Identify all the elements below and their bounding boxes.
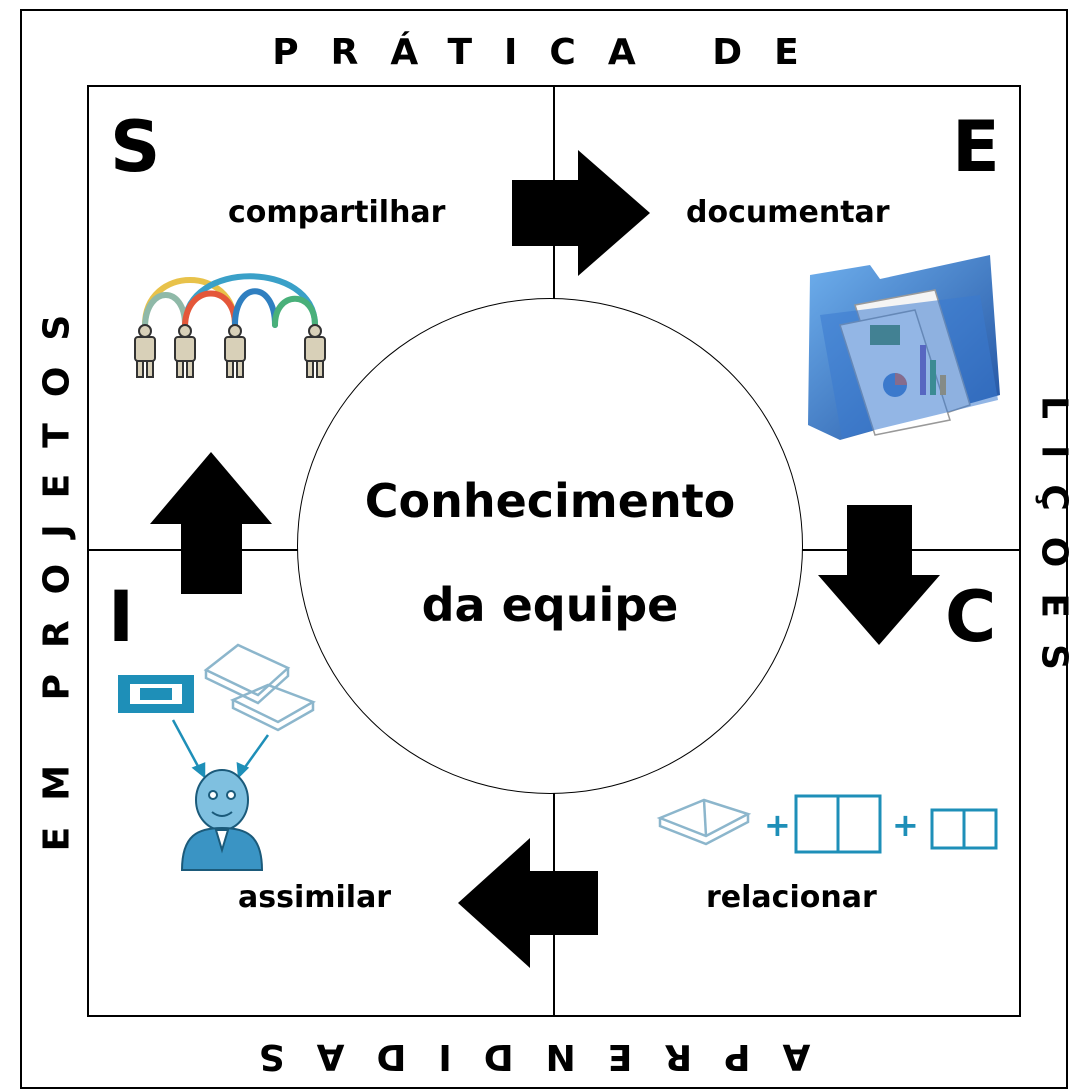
learner-icon (118, 640, 323, 870)
svg-text:+: + (764, 806, 791, 844)
arrow-up-icon (150, 452, 272, 594)
label-relacionar: relacionar (706, 880, 877, 915)
label-assimilar: assimilar (238, 880, 391, 915)
label-compartilhar: compartilhar (228, 195, 445, 230)
arrow-down-icon (818, 505, 940, 645)
center-line-2: da equipe (297, 578, 803, 632)
letter-s: S (110, 112, 160, 182)
people-network-icon (125, 255, 337, 385)
arrow-left-icon (458, 838, 598, 968)
center-line-1: Conhecimento (297, 474, 803, 528)
edge-text-right: LIÇÕES (1034, 396, 1071, 696)
document-folder-icon (800, 235, 1002, 440)
label-documentar: documentar (686, 195, 890, 230)
edge-text-bottom: APRENDIDAS (0, 1036, 1070, 1077)
svg-text:+: + (892, 806, 919, 844)
center-circle (297, 298, 803, 794)
letter-c: C (945, 582, 996, 652)
edge-text-left: EM PROJETOS (37, 289, 78, 852)
arrow-right-icon (512, 150, 652, 276)
books-combine-icon: + + (656, 788, 1001, 863)
edge-text-top: PRÁTICA DE (0, 32, 1071, 73)
letter-e: E (952, 112, 1000, 182)
